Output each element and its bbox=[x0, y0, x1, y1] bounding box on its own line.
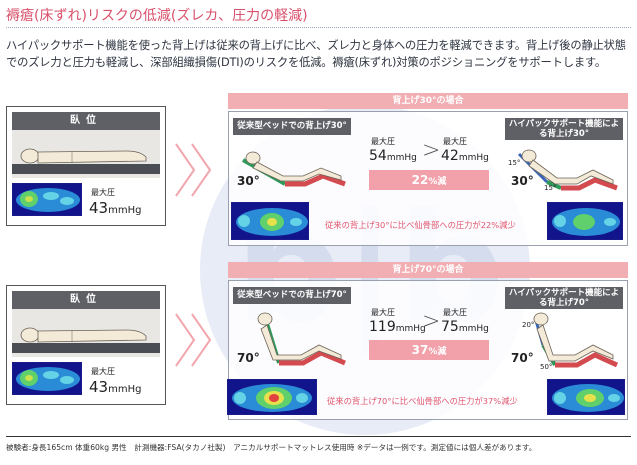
scenario-30-panel: 従来型ベッドでの背上げ30° 30° 最大圧 54mmHg > 最大圧 42mm… bbox=[228, 111, 628, 246]
lying-max-pressure-value: 43mmHg bbox=[89, 199, 142, 217]
reduction-70-badge: 37%減 bbox=[369, 340, 489, 360]
hipack-30-sub-angle-b: 15° bbox=[544, 184, 557, 192]
lying-illustration bbox=[12, 309, 160, 357]
title-divider bbox=[6, 27, 631, 28]
lying-panel: 臥位 最大圧 43mmHg bbox=[6, 106, 166, 226]
scenario-70-panel: 従来型ベッドでの背上げ70° 70° 最大圧 119mmHg > 最大圧 75m… bbox=[227, 280, 628, 420]
hipack-70-title: ハイパックサポート機能による背上げ70° bbox=[505, 287, 623, 309]
conventional-30-title: 従来型ベッドでの背上げ30° bbox=[233, 118, 351, 135]
scenario-30-note: 従来の背上げ30°に比べ仙骨部への圧力が22%減少 bbox=[325, 220, 516, 230]
lead-paragraph: ハイパックサポート機能を使った背上げは従来の背上げに比べ、ズレ力と身体への圧力を… bbox=[6, 39, 626, 69]
conventional-70-angle: 70° bbox=[237, 351, 260, 365]
conventional-30-max-value: 54mmHg bbox=[369, 148, 417, 164]
lying-pressure-map bbox=[12, 362, 82, 395]
reduction-30-badge: 22%減 bbox=[369, 170, 489, 190]
chevron-right-icon bbox=[175, 313, 212, 367]
page-title: 褥瘡(床ずれ)リスクの低減(ズレカ、圧力の軽減) bbox=[6, 8, 308, 24]
hipack-70-sub-angle-a: 20° bbox=[522, 321, 535, 329]
hipack-bed-70-illustration bbox=[533, 312, 619, 368]
conventional-70-pressure-map bbox=[227, 379, 317, 415]
compare-arrow-icon: > bbox=[422, 138, 441, 163]
conventional-30-angle: 30° bbox=[237, 174, 260, 188]
chevron-right-icon bbox=[175, 143, 212, 197]
hipack-70-sub-angle-b: 50° bbox=[540, 363, 553, 371]
hipack-30-title: ハイパックサポート機能による背上げ30° bbox=[505, 118, 623, 140]
conventional-70-title: 従来型ベッドでの背上げ70° bbox=[233, 287, 351, 304]
scenario-30-band: 背上げ30°の場合 bbox=[228, 93, 628, 109]
conventional-70-max-value: 119mmHg bbox=[369, 319, 426, 335]
hipack-30-max-value: 42mmHg bbox=[441, 148, 489, 164]
compare-arrow-icon: > bbox=[422, 309, 441, 334]
hipack-30-max-label: 最大圧 bbox=[443, 137, 467, 146]
lying-illustration bbox=[12, 130, 160, 178]
scenario-70-note: 従来の背上げ70°に比べ仙骨部への圧力が37%減少 bbox=[327, 396, 518, 406]
lying-pressure-map bbox=[12, 183, 82, 216]
hipack-30-sub-angle-a: 15° bbox=[508, 159, 521, 167]
scenario-70-band: 背上げ70°の場合 bbox=[228, 262, 628, 278]
conventional-bed-70-illustration bbox=[257, 312, 346, 366]
conventional-30-max-label: 最大圧 bbox=[371, 137, 395, 146]
footer-note: 被験者:身長165cm 体重60kg 男性 計測機器:FSA(タカノ社製) アニ… bbox=[6, 443, 537, 452]
conventional-70-max-label: 最大圧 bbox=[371, 308, 395, 317]
lying-max-pressure-label: 最大圧 bbox=[91, 367, 115, 376]
hipack-70-max-label: 最大圧 bbox=[443, 308, 467, 317]
hipack-bed-30-illustration bbox=[517, 149, 618, 191]
conventional-30-pressure-map bbox=[231, 202, 309, 240]
lying-label: 臥位 bbox=[12, 291, 160, 309]
lying-label: 臥位 bbox=[12, 112, 160, 130]
hipack-30-angle: 30° bbox=[511, 174, 534, 188]
hipack-70-max-value: 75mmHg bbox=[441, 319, 489, 335]
conventional-bed-30-illustration bbox=[242, 151, 346, 187]
lying-max-pressure-label: 最大圧 bbox=[91, 188, 115, 197]
hipack-30-pressure-map bbox=[547, 202, 623, 240]
lying-panel: 臥位 最大圧 43mmHg bbox=[6, 285, 166, 405]
hipack-70-pressure-map bbox=[547, 379, 625, 415]
footer-divider bbox=[6, 436, 631, 437]
hipack-70-angle: 70° bbox=[511, 351, 534, 365]
lying-max-pressure-value: 43mmHg bbox=[89, 378, 142, 396]
